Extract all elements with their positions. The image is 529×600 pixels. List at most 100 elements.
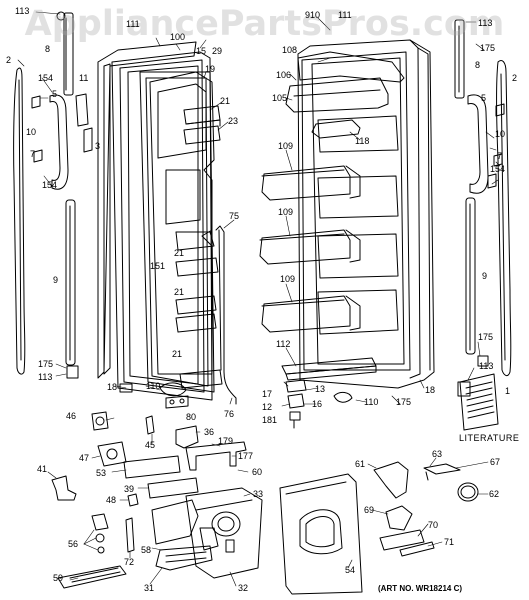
fresh-food-liner bbox=[311, 57, 405, 365]
callout-21: 21 bbox=[174, 287, 185, 297]
callout-63: 63 bbox=[432, 449, 443, 459]
callout-72: 72 bbox=[124, 557, 135, 567]
callout-154: 154 bbox=[42, 180, 58, 190]
callout-60: 60 bbox=[252, 467, 263, 477]
callout-5: 5 bbox=[481, 93, 487, 103]
callout-15: 15 bbox=[196, 46, 207, 56]
callout-54: 54 bbox=[345, 565, 356, 575]
callout-109: 109 bbox=[280, 274, 296, 284]
callout-9: 9 bbox=[53, 275, 59, 285]
callout-3: 3 bbox=[95, 141, 101, 151]
callout-181: 181 bbox=[262, 415, 278, 425]
callout-1: 1 bbox=[505, 386, 511, 396]
callout-70: 70 bbox=[428, 520, 439, 530]
callout-113: 113 bbox=[38, 372, 53, 382]
callout-111: 111 bbox=[126, 19, 140, 29]
callout-113: 113 bbox=[15, 6, 30, 16]
art-number: (ART NO. WR18214 C) bbox=[378, 584, 463, 593]
callout-48: 48 bbox=[106, 495, 117, 505]
callout-7: 7 bbox=[497, 151, 503, 161]
callout-175: 175 bbox=[396, 397, 412, 407]
freezer-tube-75 bbox=[215, 225, 237, 405]
callout-2: 2 bbox=[6, 55, 12, 65]
callout-177: 177 bbox=[238, 451, 254, 461]
callout-16: 16 bbox=[312, 399, 323, 409]
callout-175: 175 bbox=[478, 332, 494, 342]
callout-106: 106 bbox=[276, 70, 292, 80]
callout-58: 58 bbox=[141, 545, 152, 555]
callout-110: 110 bbox=[146, 381, 161, 391]
callout-151: 151 bbox=[150, 261, 166, 271]
callout-33: 33 bbox=[253, 489, 264, 499]
callout-36: 36 bbox=[204, 427, 215, 437]
callout-61: 61 bbox=[355, 459, 366, 469]
callout-80: 80 bbox=[186, 412, 197, 422]
callout-13: 13 bbox=[315, 384, 326, 394]
leader-lines bbox=[17, 11, 501, 587]
callout-5: 5 bbox=[52, 89, 58, 99]
callout-18: 18 bbox=[107, 382, 118, 392]
callout-100: 100 bbox=[170, 32, 186, 42]
callout-108: 108 bbox=[282, 45, 298, 55]
right-handle-10 bbox=[467, 94, 505, 194]
callout-19: 19 bbox=[205, 64, 216, 74]
callout-11: 11 bbox=[79, 73, 89, 83]
callout-8: 8 bbox=[475, 60, 481, 70]
callout-2: 2 bbox=[512, 73, 518, 83]
callout-69: 69 bbox=[364, 505, 375, 515]
callout-109: 109 bbox=[278, 207, 294, 217]
callout-45: 45 bbox=[145, 440, 156, 450]
callout-10: 10 bbox=[26, 127, 37, 137]
callout-154: 154 bbox=[490, 164, 506, 174]
callout-75: 75 bbox=[229, 211, 240, 221]
callout-111: 111 bbox=[338, 10, 352, 20]
watermark-text: AppliancePartsPros.com bbox=[24, 4, 505, 44]
callout-8: 8 bbox=[45, 44, 51, 54]
freezer-bottom-parts bbox=[119, 382, 189, 409]
callout-113: 113 bbox=[478, 18, 493, 28]
right-top-trim-8 bbox=[454, 19, 465, 99]
callout-910: 910 bbox=[305, 10, 321, 20]
callout-17: 17 bbox=[262, 389, 273, 399]
callout-23: 23 bbox=[228, 116, 239, 126]
callout-18: 18 bbox=[425, 385, 436, 395]
ice-chute-assembly-31-32-33 bbox=[151, 487, 263, 579]
right-bottom-caps bbox=[457, 355, 489, 397]
callout-47: 47 bbox=[79, 453, 90, 463]
door-shelf-109-mid bbox=[259, 229, 361, 265]
callout-53: 53 bbox=[96, 468, 107, 478]
callout-9: 9 bbox=[482, 271, 488, 281]
callout-71: 71 bbox=[444, 537, 455, 547]
callout-21: 21 bbox=[220, 96, 231, 106]
callout-56: 56 bbox=[68, 539, 79, 549]
dispenser-cover-54 bbox=[279, 473, 363, 595]
fresh-food-door-outer bbox=[297, 39, 435, 389]
literature-booklet bbox=[459, 373, 499, 431]
freezer-door-liner-19 bbox=[149, 71, 215, 375]
bottom-shelf-112 bbox=[281, 357, 377, 381]
dispenser-parts bbox=[51, 411, 247, 589]
butter-dish-118 bbox=[311, 119, 361, 139]
callout-109: 109 bbox=[278, 141, 294, 151]
callout-110: 110 bbox=[364, 397, 379, 407]
freezer-bins-21 bbox=[175, 105, 223, 389]
callout-21: 21 bbox=[172, 349, 183, 359]
callout-105: 105 bbox=[272, 93, 288, 103]
callout-10: 10 bbox=[495, 129, 506, 139]
callout-46: 46 bbox=[66, 411, 77, 421]
right-lower-trim-9 bbox=[465, 197, 476, 355]
left-bottom-caps bbox=[56, 11, 79, 379]
freezer-door-outer bbox=[97, 41, 215, 401]
left-top-trim-8 bbox=[63, 12, 74, 96]
callout-12: 12 bbox=[262, 402, 273, 412]
callout-21: 21 bbox=[174, 248, 185, 258]
left-door-trim-2 bbox=[13, 67, 26, 375]
callout-118: 118 bbox=[355, 136, 370, 146]
callout-7: 7 bbox=[30, 149, 36, 159]
callout-76: 76 bbox=[224, 409, 235, 419]
callout-175: 175 bbox=[38, 359, 54, 369]
left-lower-trim-9 bbox=[65, 199, 76, 366]
callout-29: 29 bbox=[212, 46, 223, 56]
callout-175: 175 bbox=[480, 43, 496, 53]
